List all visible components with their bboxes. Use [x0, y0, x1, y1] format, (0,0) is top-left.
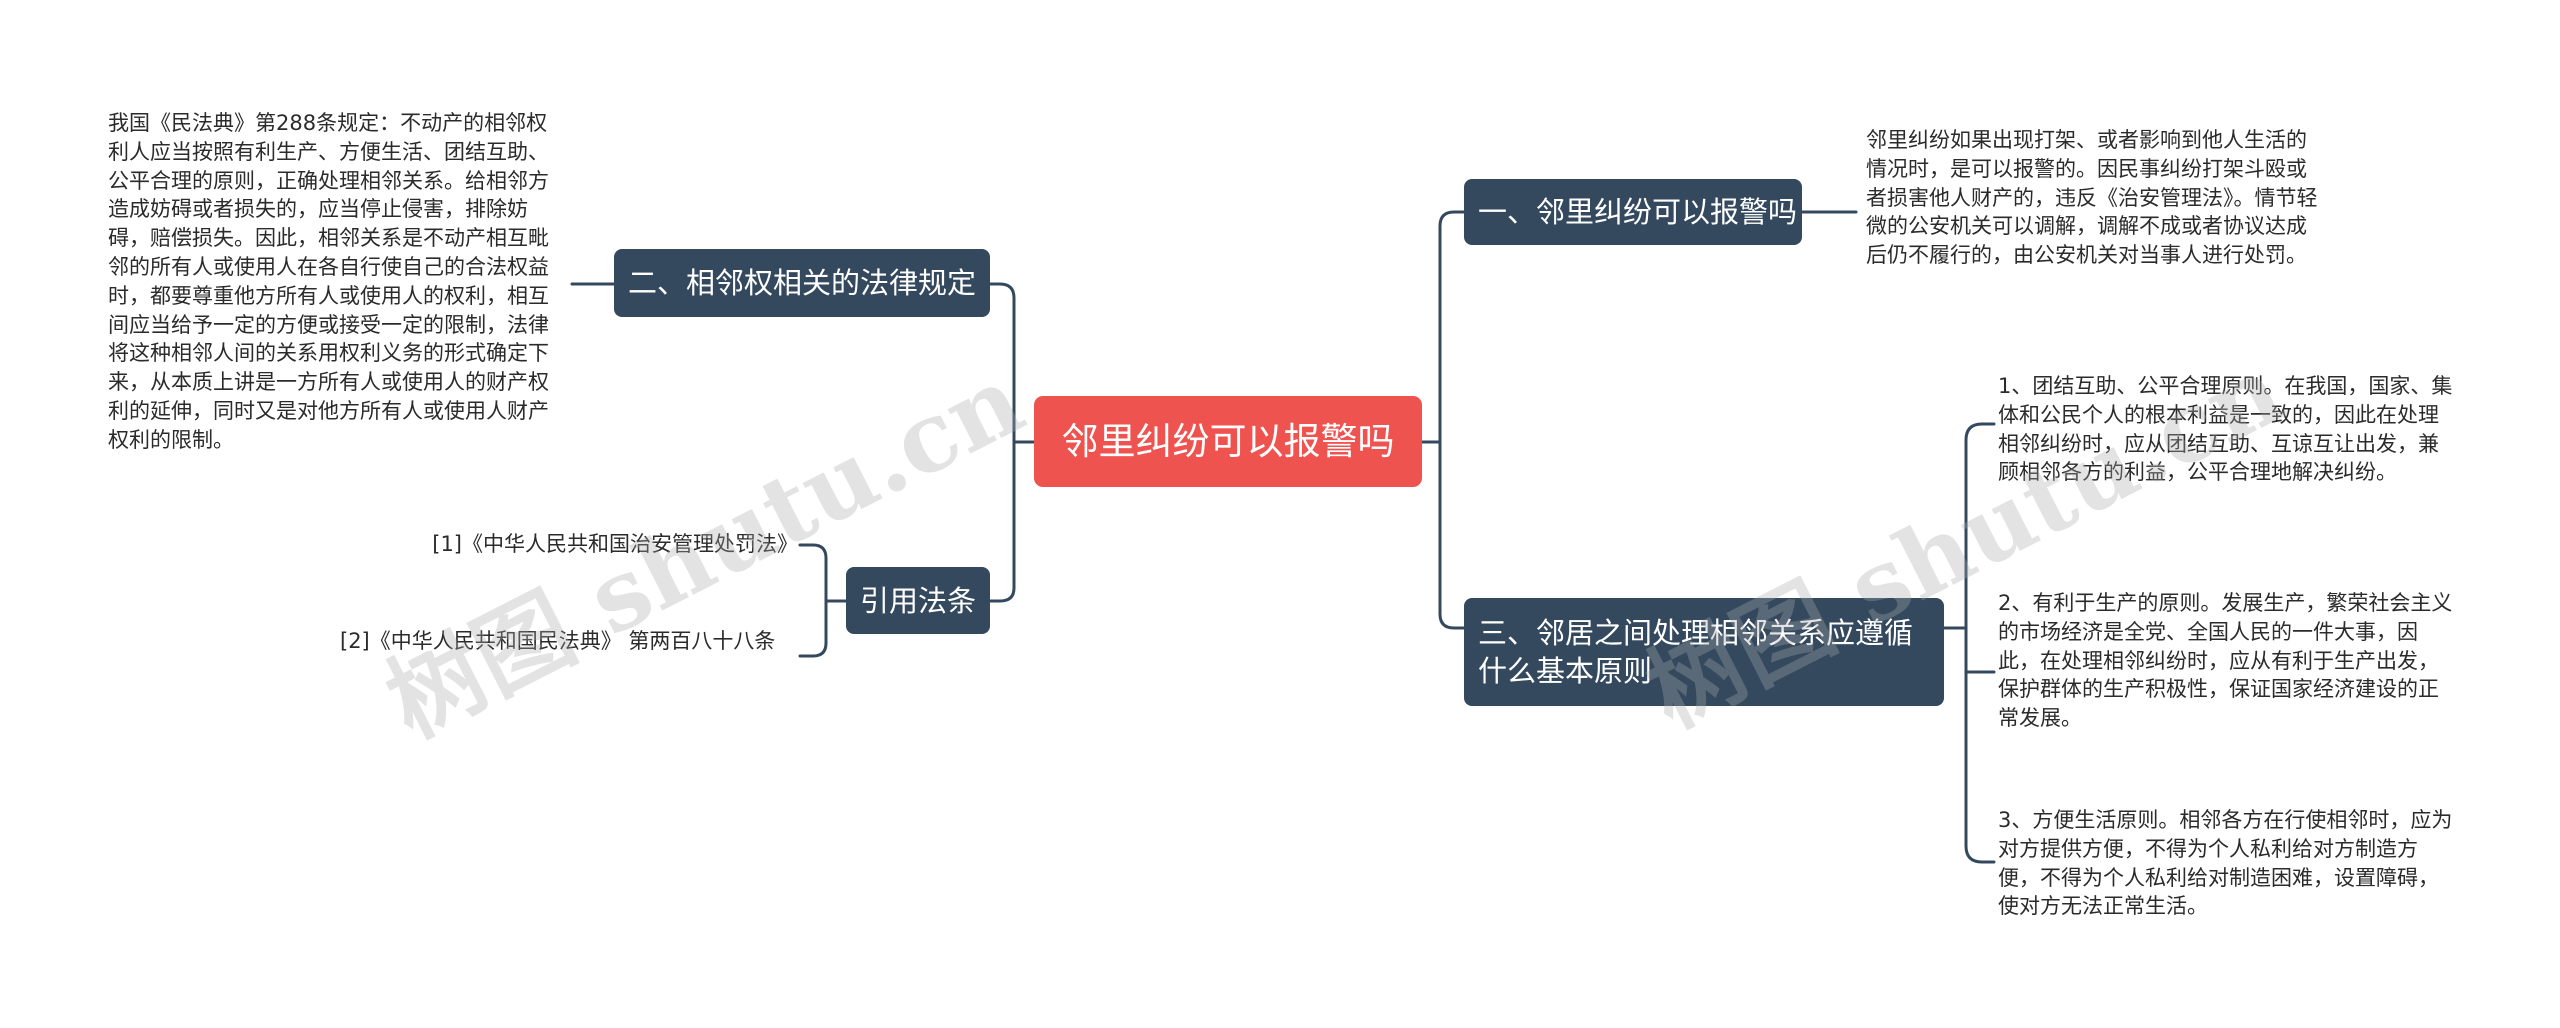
connector-right-b3: [1438, 440, 1466, 630]
branch-1-detail: 邻里纠纷如果出现打架、或者影响到他人生活的情况时，是可以报警的。因民事纠纷打架斗…: [1866, 128, 2318, 268]
branch-3-item-3: 3、方便生活原则。相邻各方在行使相邻时，应为对方提供方便，不得为个人私利给对方制…: [1998, 808, 2453, 919]
root-topic-label: 邻里纠纷可以报警吗: [1061, 419, 1395, 463]
branch-4-item-2: [2]《中华人民共和国民法典》 第两百八十八条: [340, 629, 776, 653]
connector-right-b1: [1438, 210, 1466, 444]
connector-b3-item3: [1964, 626, 1996, 864]
connector-b4-item2: [798, 599, 828, 658]
branch-4-node[interactable]: 引用法条: [846, 567, 990, 634]
branch-1-label: 一、邻里纠纷可以报警吗: [1478, 195, 1798, 229]
branch-2-node[interactable]: 二、相邻权相关的法律规定: [614, 249, 990, 317]
branch-3-item-1: 1、团结互助、公平合理原则。在我国，国家、集体和公民个人的根本利益是一致的，因此…: [1998, 374, 2453, 485]
connector-left-b2: [988, 282, 1016, 444]
branch-4-item-1: [1]《中华人民共和国治安管理处罚法》: [432, 532, 798, 556]
branch-3-label: 三、邻居之间处理相邻关系应遵循什么基本原则: [1478, 616, 1914, 688]
branch-2-label: 二、相邻权相关的法律规定: [628, 266, 977, 300]
root-topic[interactable]: 邻里纠纷可以报警吗: [1034, 396, 1422, 487]
branch-1-node[interactable]: 一、邻里纠纷可以报警吗: [1464, 179, 1802, 245]
connector-b4-item1: [798, 543, 828, 603]
branch-3-node[interactable]: 三、邻居之间处理相邻关系应遵循什么基本原则: [1464, 598, 1944, 706]
branch-4-label: 引用法条: [860, 583, 977, 618]
branch-3-item-2: 2、有利于生产的原则。发展生产，繁荣社会主义的市场经济是全党、全国人民的一件大事…: [1998, 591, 2453, 731]
branch-2-detail: 我国《民法典》第288条规定：不动产的相邻权利人应当按照有利生产、方便生活、团结…: [108, 111, 549, 452]
connector-b3-item1: [1964, 422, 1996, 630]
connector-left-b4: [988, 440, 1016, 603]
